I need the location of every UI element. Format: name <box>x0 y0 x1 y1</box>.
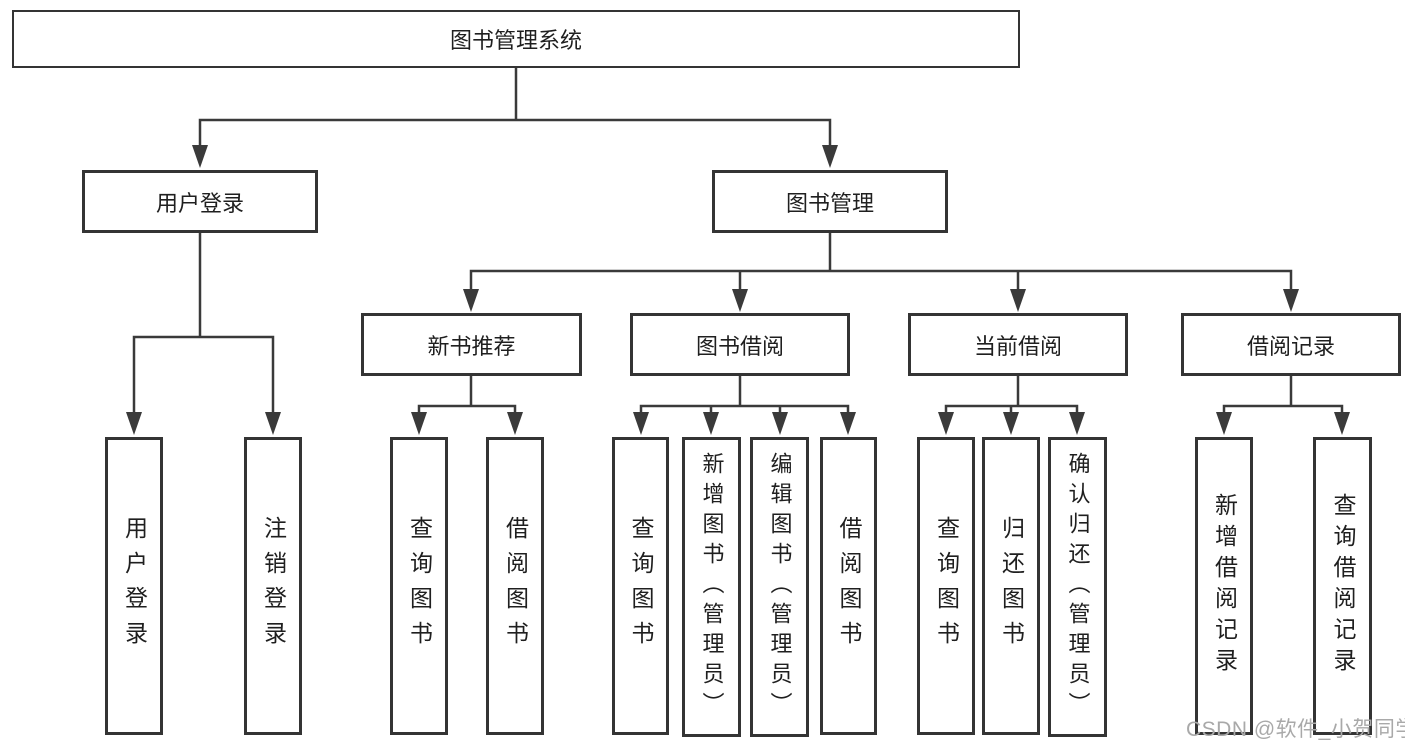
node-label: 用户登录 <box>121 516 148 656</box>
node-label: 图书管理 <box>785 190 874 216</box>
node-label: 查询借阅记录 <box>1330 493 1356 679</box>
node-logout: 注销登录 <box>244 437 302 735</box>
node-label: 新书推荐 <box>427 333 516 359</box>
node-query-borrow-record: 查询借阅记录 <box>1313 437 1372 735</box>
node-library-system: 图书管理系统 <box>12 10 1020 68</box>
node-edit-books-admin: 编辑图书（管理员） <box>750 437 809 737</box>
node-user-login: 用户登录 <box>82 170 318 233</box>
node-new-book-recommend: 新书推荐 <box>361 313 582 376</box>
node-label: 图书借阅 <box>695 333 784 359</box>
node-current-borrow: 当前借阅 <box>908 313 1128 376</box>
node-query-books: 查询图书 <box>390 437 448 735</box>
node-user-login-action: 用户登录 <box>105 437 163 735</box>
node-query-books: 查询图书 <box>917 437 975 735</box>
node-label: 查询图书 <box>628 516 654 656</box>
node-label: 确认归还（管理员） <box>1065 452 1091 722</box>
node-label: 编辑图书（管理员） <box>767 452 793 722</box>
node-label: 归还图书 <box>998 516 1025 656</box>
node-borrow-books: 借阅图书 <box>820 437 877 735</box>
node-borrow-records: 借阅记录 <box>1181 313 1401 376</box>
node-return-books: 归还图书 <box>982 437 1040 735</box>
node-book-management: 图书管理 <box>712 170 948 233</box>
node-label: 图书管理系统 <box>449 28 582 53</box>
node-add-borrow-record: 新增借阅记录 <box>1195 437 1253 735</box>
csdn-watermark: CSDN @软件_小贺同学 <box>1186 718 1405 741</box>
node-label: 查询图书 <box>933 516 960 656</box>
node-borrow-books: 借阅图书 <box>486 437 544 735</box>
node-label: 借阅图书 <box>836 516 862 656</box>
node-label: 新增借阅记录 <box>1211 493 1238 679</box>
node-confirm-return-admin: 确认归还（管理员） <box>1048 437 1107 737</box>
node-label: 借阅记录 <box>1246 333 1335 359</box>
node-label: 查询图书 <box>406 516 433 656</box>
node-label: 借阅图书 <box>502 516 529 656</box>
node-query-books: 查询图书 <box>612 437 669 735</box>
node-label: 用户登录 <box>155 190 244 216</box>
node-label: 新增图书（管理员） <box>699 452 725 722</box>
node-book-borrow: 图书借阅 <box>630 313 850 376</box>
node-add-books-admin: 新增图书（管理员） <box>682 437 741 737</box>
node-label: 当前借阅 <box>973 333 1062 359</box>
node-label: 注销登录 <box>260 516 287 656</box>
